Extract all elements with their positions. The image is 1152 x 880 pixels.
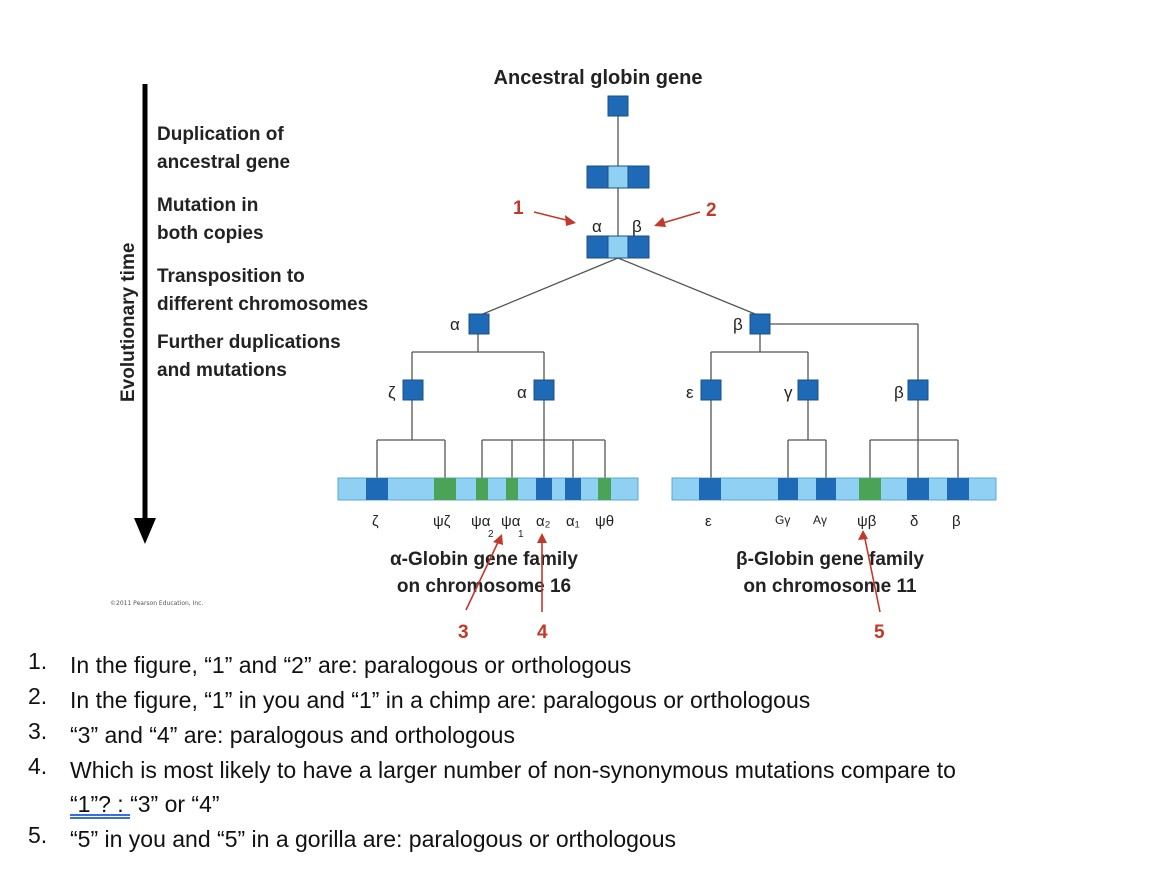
- step-2-line1: Mutation in: [157, 195, 258, 216]
- beta-gene-box: [749, 313, 771, 335]
- question-number: 2.: [28, 683, 48, 709]
- question-text: “3” and “4” are: paralogous and ortholog…: [70, 722, 515, 748]
- diagram-title: Ancestral globin gene: [494, 67, 703, 89]
- label-beta: β: [733, 315, 743, 334]
- label-gamma: γ: [784, 383, 793, 402]
- arrow-3: [465, 537, 501, 611]
- gene-psi-alpha1: ψα: [501, 513, 521, 530]
- gene-beta: β: [952, 513, 961, 530]
- marker-arrowheads: [493, 215, 868, 545]
- question-text: In the figure, “1” in you and “1” in a c…: [70, 687, 811, 713]
- beta-family-label-line1: β-Globin gene family: [736, 549, 924, 570]
- beta-family-label-line2: on chromosome 11: [743, 576, 917, 597]
- label-alpha-top: α: [592, 217, 602, 236]
- epsilon-gene-box: [700, 379, 722, 401]
- step-1-line2: ancestral gene: [157, 152, 290, 173]
- zeta-gene-box: [402, 379, 424, 401]
- time-axis-arrowhead: [134, 518, 156, 544]
- gene-alpha2: α₂: [536, 513, 551, 530]
- gene-psi-theta: ψθ: [595, 513, 614, 530]
- time-axis-label: Evolutionary time: [118, 243, 139, 402]
- question-4-line2c: “3” or “4”: [130, 791, 220, 817]
- step-2-line2: both copies: [157, 223, 264, 244]
- marker-5: 5: [874, 622, 885, 640]
- gene-psi-alpha2-sub: 2: [488, 529, 494, 540]
- step-4-line1: Further duplications: [157, 332, 341, 353]
- marker-4: 4: [537, 622, 548, 640]
- mutated-gene-left: [586, 235, 609, 259]
- step-1-line1: Duplication of: [157, 124, 284, 145]
- branch-labels: α β α β ζ α ε γ β: [388, 217, 904, 402]
- chromosome-11: [671, 477, 997, 501]
- marker-numbers: 1 2 3 4 5: [458, 198, 885, 643]
- arrow-5: [863, 533, 881, 613]
- step-3-line2: different chromosomes: [157, 294, 368, 315]
- gene-psi-alpha1-sub: 1: [518, 529, 524, 540]
- alpha-family-label-line1: α-Globin gene family: [390, 549, 578, 570]
- question-4-line2a: “1”?: [70, 791, 111, 817]
- question-text: Which is most likely to have a larger nu…: [70, 753, 1130, 821]
- gene-psi-beta: ψβ: [857, 513, 877, 530]
- beta-sub-gene-box: [907, 379, 929, 401]
- label-alpha: α: [450, 315, 460, 334]
- label-beta-top: β: [632, 217, 642, 236]
- label-zeta: ζ: [388, 383, 396, 402]
- question-number: 3.: [28, 718, 48, 744]
- label-beta-sub: β: [894, 383, 904, 402]
- tree-lines: [376, 116, 959, 478]
- alpha-family-label-line2: on chromosome 16: [397, 576, 571, 597]
- question-number: 1.: [28, 648, 48, 674]
- marker-2: 2: [706, 200, 717, 221]
- gene-boxes: [402, 95, 929, 401]
- label-alpha-sub: α: [517, 383, 527, 402]
- question-4-line2b: :: [110, 791, 131, 817]
- gene-A-gamma: Aγ: [813, 513, 827, 527]
- ancestral-gene-box: [607, 95, 629, 117]
- gene-psi-zeta: ψζ: [433, 513, 451, 530]
- gene-G-gamma: Gγ: [775, 513, 790, 527]
- gamma-gene-box: [797, 379, 819, 401]
- duplicated-gene-mid: [607, 165, 629, 189]
- question-number: 5.: [28, 822, 48, 848]
- gene-delta: δ: [910, 513, 918, 530]
- mutated-gene-right: [627, 235, 650, 259]
- duplicated-gene-right: [627, 165, 650, 189]
- label-epsilon: ε: [686, 383, 694, 402]
- copyright-credit: ©2011 Pearson Education, Inc.: [110, 600, 203, 607]
- alpha-gene-box: [468, 313, 490, 335]
- marker-1: 1: [513, 198, 524, 219]
- alpha-family-genes: ζ ψζ ψα 2 ψα 1 α₂ α₁ ψθ: [372, 513, 614, 540]
- marker-3: 3: [458, 622, 469, 640]
- chromosome-16: [337, 477, 639, 501]
- gene-psi-alpha2: ψα: [471, 513, 491, 530]
- gene-zeta: ζ: [372, 513, 379, 530]
- step-3-line1: Transposition to: [157, 266, 305, 287]
- mutated-gene-mid: [607, 235, 629, 259]
- step-labels: Duplication of ancestral gene Mutation i…: [157, 124, 368, 381]
- step-4-line2: and mutations: [157, 360, 287, 381]
- diagram-svg: Ancestral globin gene Evolutionary time …: [110, 67, 997, 643]
- question-text: “5” in you and “5” in a gorilla are: par…: [70, 826, 677, 852]
- question-4-line1: Which is most likely to have a larger nu…: [70, 757, 956, 783]
- duplicated-gene-left: [586, 165, 609, 189]
- gene-epsilon: ε: [705, 513, 712, 530]
- gene-alpha1: α₁: [566, 513, 580, 530]
- beta-family-genes: ε Gγ Aγ ψβ δ β: [705, 513, 961, 530]
- family-labels: α-Globin gene family on chromosome 16 β-…: [390, 549, 924, 597]
- alpha-sub-gene-box: [533, 379, 555, 401]
- question-text: In the figure, “1” and “2” are: paralogo…: [70, 652, 632, 678]
- question-number: 4.: [28, 753, 48, 779]
